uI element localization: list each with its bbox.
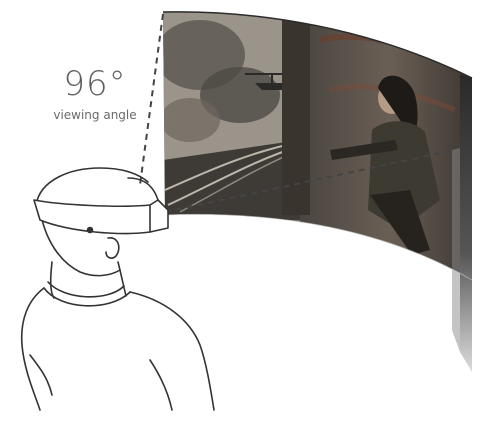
left-guide-line [139,13,164,186]
viewing-angle-guides [139,13,456,213]
soldier-figure [330,75,440,255]
game-scene-image [163,11,472,280]
viewing-angle-value: 96° [63,64,127,104]
vr-headset-icon [33,177,169,235]
curved-screen [162,11,473,372]
person-with-vr-headset [20,167,215,411]
screen-edge [460,74,472,372]
viewing-angle-caption: viewing angle [53,108,137,122]
